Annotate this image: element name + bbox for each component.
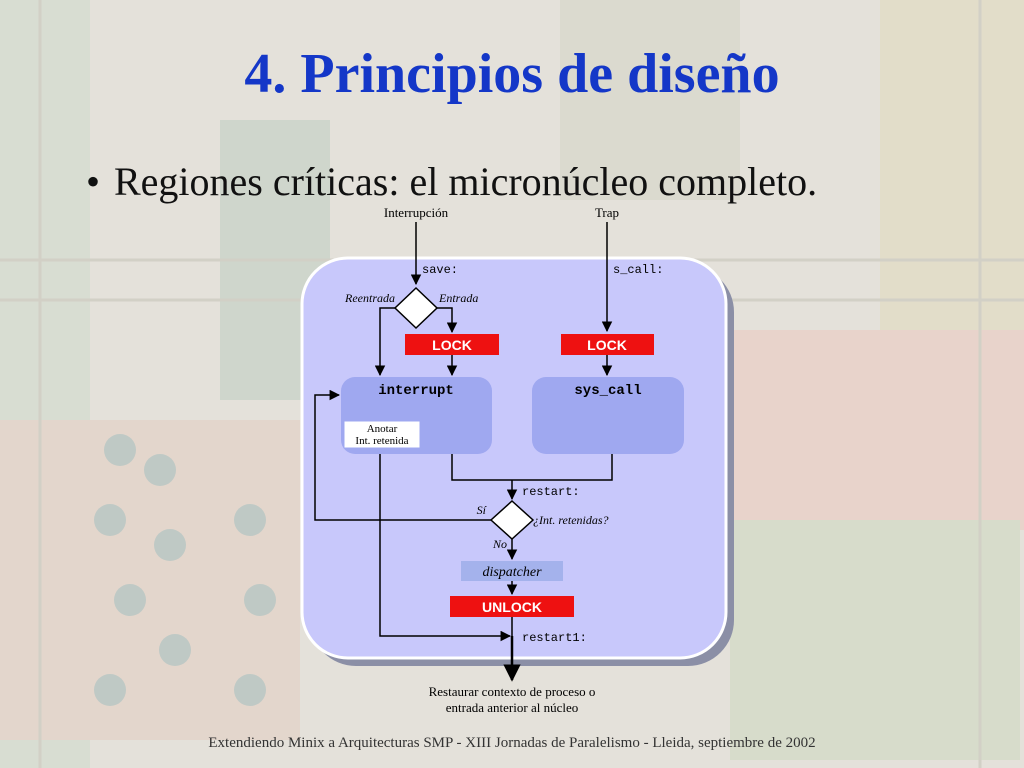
- dispatcher-label: dispatcher: [482, 565, 542, 580]
- entry-arrow: [437, 307, 458, 334]
- lock-right-box: [561, 334, 654, 355]
- yes-loop-arrow: [314, 389, 491, 521]
- unlock-label: UNLOCK: [482, 599, 542, 615]
- syscall-box: [532, 377, 684, 454]
- dispatcher-box: [461, 561, 563, 581]
- entry-label: Entrada: [438, 291, 478, 305]
- exit-line1: Restaurar contexto de proceso o: [429, 684, 596, 699]
- reentry-arrow: [374, 307, 395, 377]
- reentry-to-restart1-arrow: [379, 454, 512, 642]
- entry-decision-diamond: [393, 286, 439, 330]
- slide-footer: Extendiendo Minix a Arquitecturas SMP - …: [208, 735, 816, 751]
- entry-trap-label: Trap: [595, 205, 619, 220]
- diagram-panel: [300, 256, 728, 660]
- annotate-note-box: [343, 420, 421, 449]
- annotate-note-line1: Anotar: [367, 423, 398, 435]
- yes-label: Sí: [477, 503, 488, 517]
- lock-left-box: [405, 334, 499, 355]
- no-label: No: [492, 537, 507, 551]
- interrupt-to-restart-line: [451, 454, 512, 481]
- slide-title: 4. Principios de diseño: [244, 43, 780, 105]
- syscall-to-restart-line: [512, 454, 613, 481]
- unlock-box: [450, 596, 574, 617]
- exit-line2: entrada anterior al núcleo: [446, 700, 578, 715]
- question-label: ¿Int. retenidas?: [533, 513, 609, 527]
- restart-label: restart:: [522, 485, 580, 499]
- lock-left-label: LOCK: [432, 337, 472, 353]
- bullet-item: • Regiones críticas: el micronúcleo compl…: [86, 158, 817, 206]
- syscall-box-label: sys_call: [574, 383, 641, 399]
- bullet-text: Regiones críticas: el micronúcleo comple…: [114, 159, 818, 204]
- reentry-label: Reentrada: [344, 291, 395, 305]
- scall-label: s_call:: [613, 263, 663, 277]
- interrupt-box-label: interrupt: [378, 383, 454, 399]
- bullet-dot: •: [86, 159, 101, 204]
- save-label: save:: [422, 263, 458, 277]
- entry-interrupt-label: Interrupción: [384, 205, 449, 220]
- annotate-note-line2: Int. retenida: [355, 435, 408, 447]
- lock-right-label: LOCK: [587, 337, 627, 353]
- restart1-label: restart1:: [522, 631, 587, 645]
